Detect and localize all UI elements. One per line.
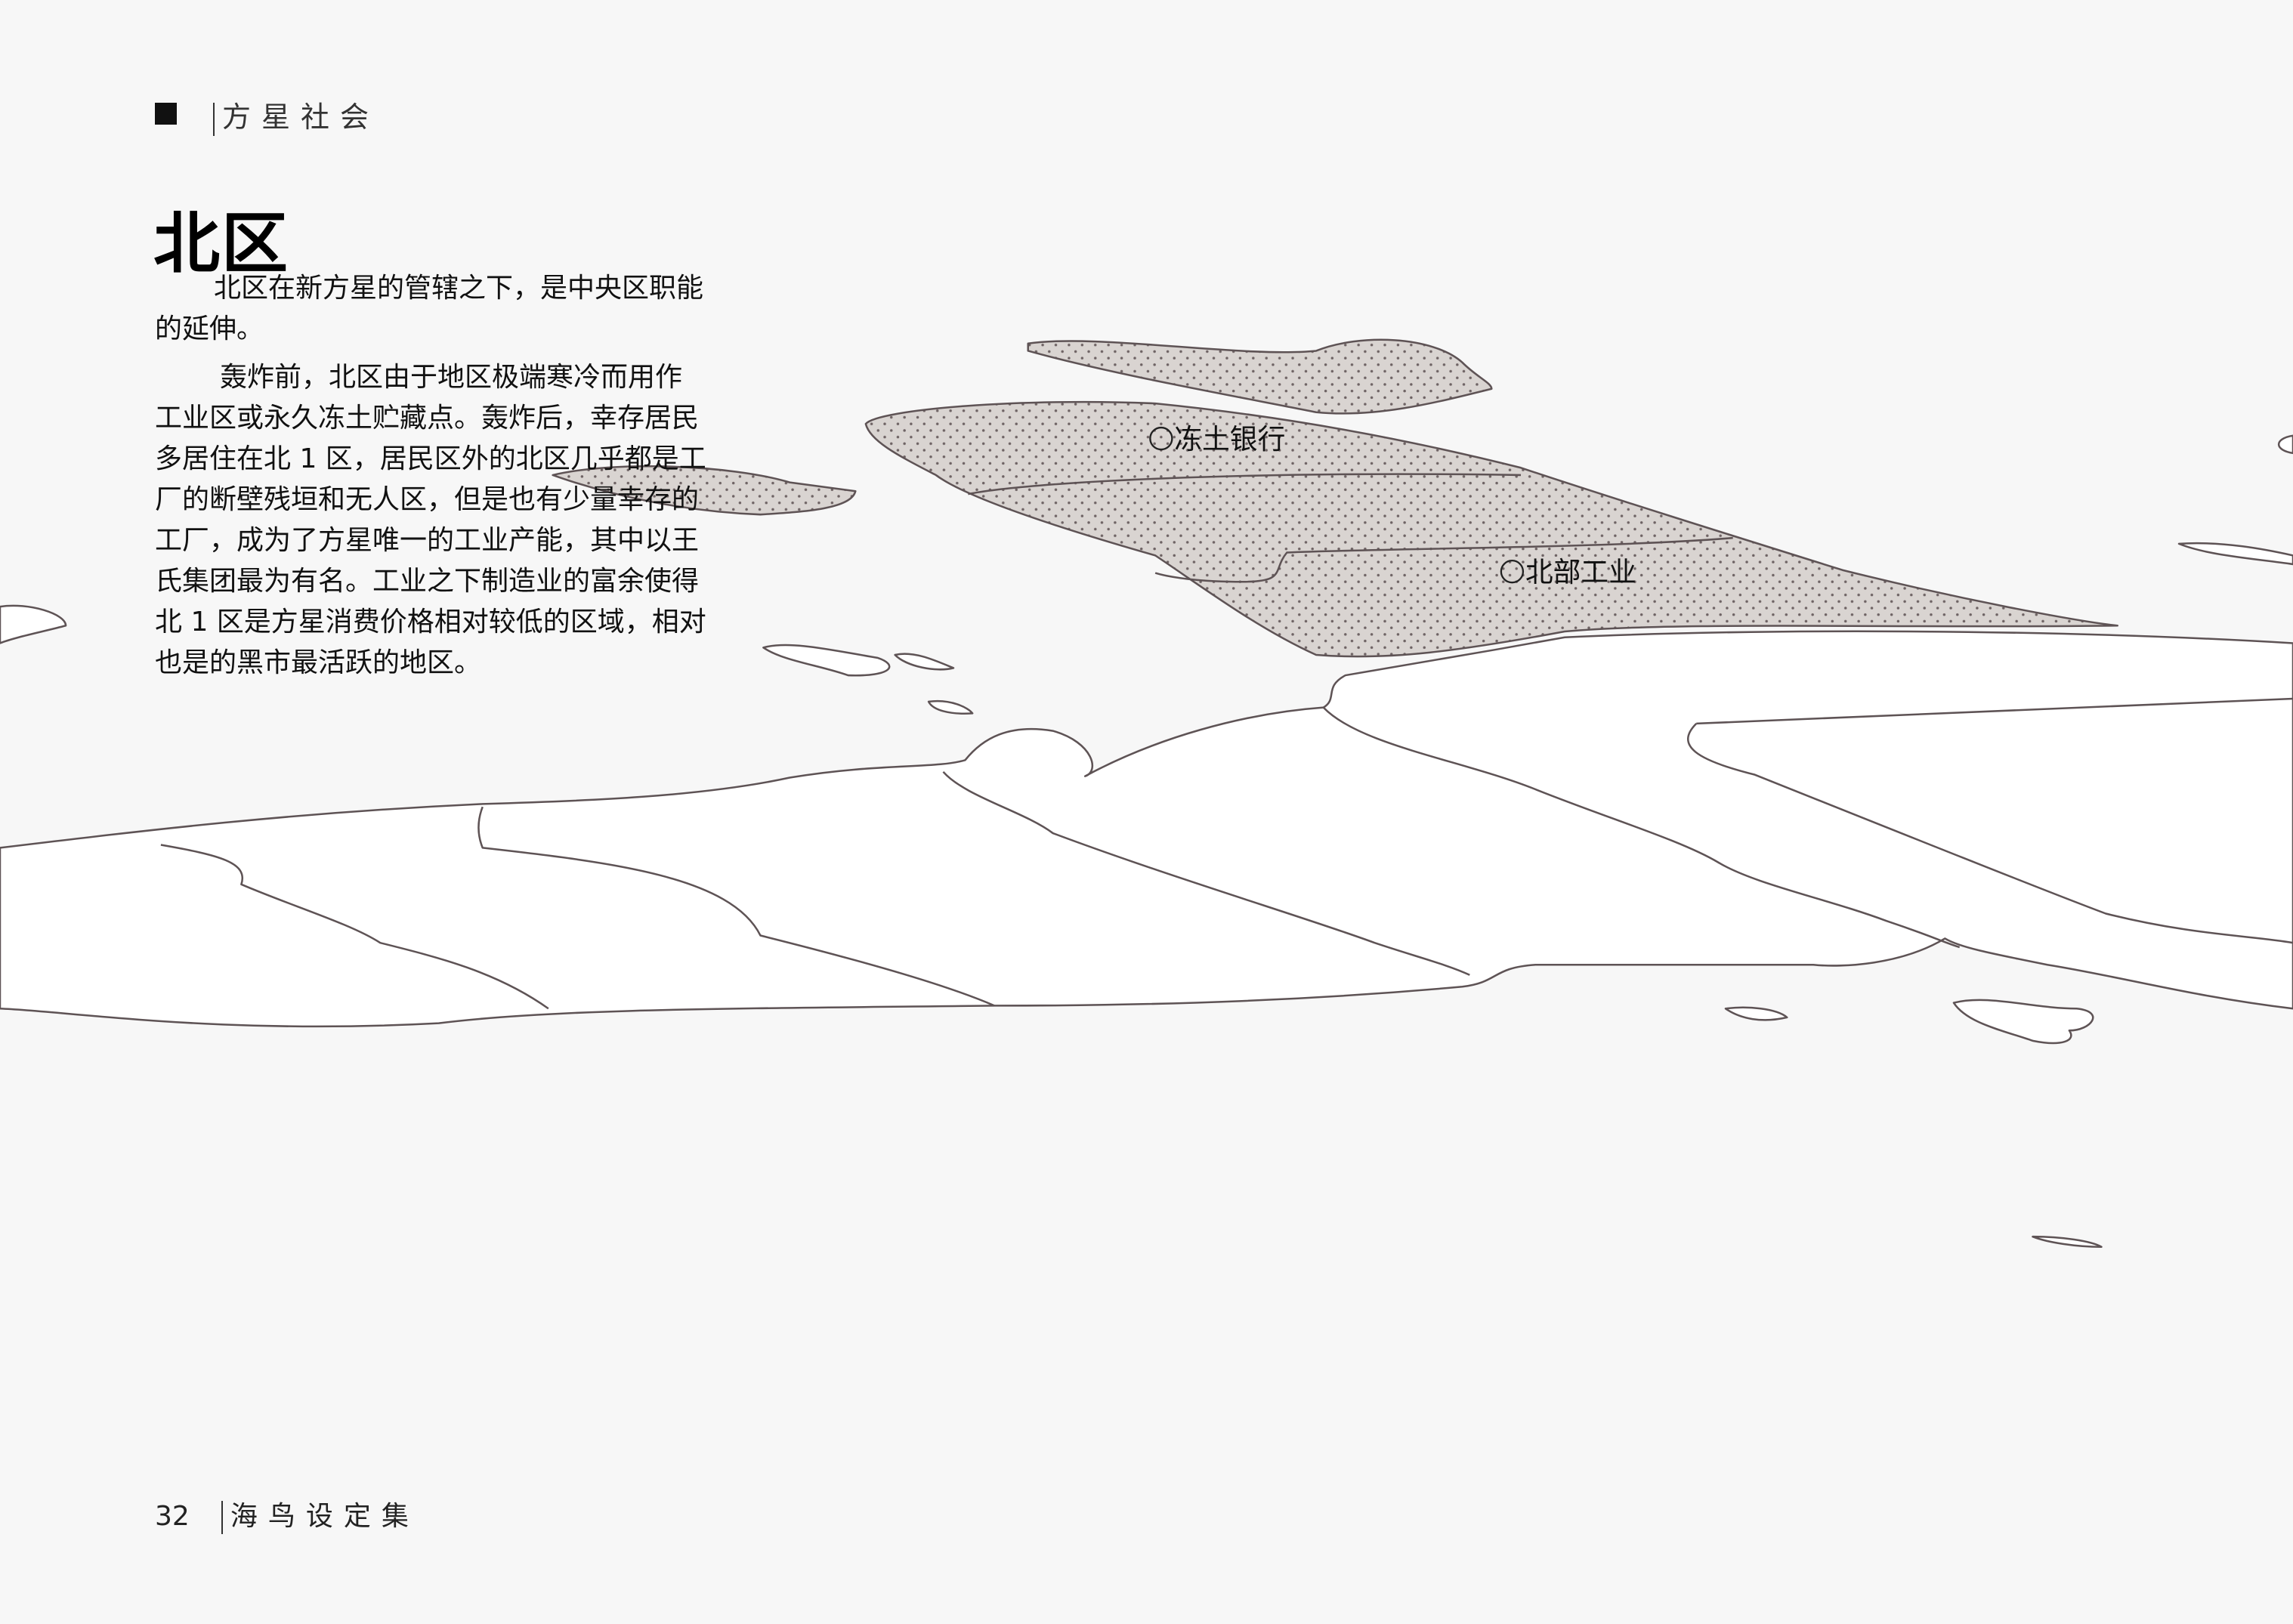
section-header: 方星社会 xyxy=(213,94,379,136)
section-name: 方星社会 xyxy=(222,100,380,134)
small-west-region xyxy=(552,465,857,516)
divider xyxy=(213,102,215,136)
island xyxy=(1952,999,2094,1045)
page-title: 北区 xyxy=(153,205,290,283)
north-district-region xyxy=(864,400,2118,658)
text-line: 的延伸。 xyxy=(155,313,264,344)
location-marker-icon xyxy=(1500,559,1525,584)
text-line: 北 1 区是方星消费价格相对较低的区域，相对 xyxy=(155,607,706,638)
text-line: 工业区或永久冻土贮藏点。轰炸后，幸存居民 xyxy=(155,403,700,434)
southern-landmass xyxy=(0,630,2293,1028)
map-label-north-industry: 北部工业 xyxy=(1500,556,1636,588)
text-line: 工厂，成为了方星唯一的工业产能，其中以王 xyxy=(155,525,700,556)
book-title: 海鸟设定集 xyxy=(230,1501,419,1532)
island xyxy=(2032,1235,2103,1248)
island xyxy=(0,604,67,644)
section-marker-square xyxy=(155,103,177,125)
text-line: 氏集团最为有名。工业之下制造业的富余使得 xyxy=(155,566,700,597)
island xyxy=(762,644,891,677)
map-label-permafrost-bank: 冻土银行 xyxy=(1149,423,1285,455)
paragraph: 轰炸前，北区由于地区极端寒冷而用作 工业区或永久冻土贮藏点。轰炸后，幸存居民 多… xyxy=(155,357,729,684)
island xyxy=(894,653,955,671)
divider xyxy=(221,1501,223,1534)
label-north-industry: 北部工业 xyxy=(1525,556,1636,588)
island xyxy=(927,699,974,715)
label-permafrost-bank: 冻土银行 xyxy=(1174,423,1285,455)
island xyxy=(2177,542,2293,566)
body-text: 北区在新方星的管辖之下，是中央区职能 的延伸。 轰炸前，北区由于地区极端寒冷而用… xyxy=(155,268,729,691)
page-number: 32 xyxy=(155,1501,190,1532)
island xyxy=(2278,434,2293,455)
page-footer: 32 海鸟设定集 xyxy=(155,1494,419,1534)
paragraph: 北区在新方星的管辖之下，是中央区职能 的延伸。 xyxy=(155,268,729,350)
text-line: 多居住在北 1 区，居民区外的北区几乎都是工 xyxy=(155,443,706,474)
north-island-region xyxy=(1027,338,1493,415)
text-line: 也是的黑市最活跃的地区。 xyxy=(155,647,482,678)
location-marker-icon xyxy=(1149,426,1173,451)
island xyxy=(1724,1006,1788,1021)
text-line: 轰炸前，北区由于地区极端寒冷而用作 xyxy=(220,362,683,393)
text-line: 北区在新方星的管辖之下，是中央区职能 xyxy=(214,273,704,304)
text-line: 厂的断壁残垣和无人区，但是也有少量幸存的 xyxy=(155,484,700,515)
